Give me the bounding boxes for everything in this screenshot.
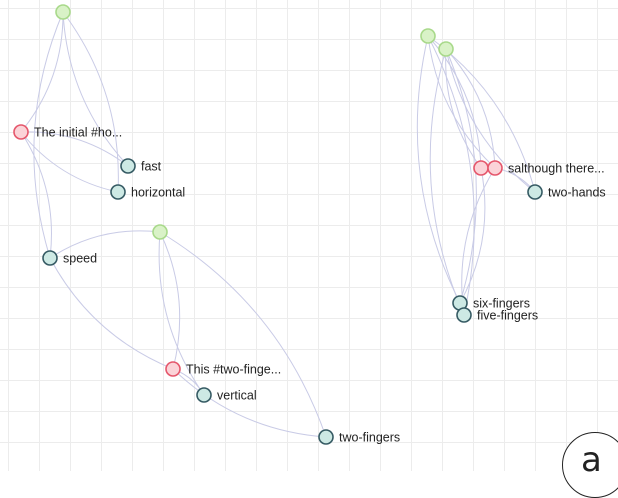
post-node-circle[interactable] [487,160,503,176]
tag-node-circle[interactable] [42,250,58,266]
node-label-t_speed: speed [63,252,97,266]
node-layer: The initial #ho... fast horizontal speedThi… [13,4,606,445]
edge-r1-t_fast [62,11,129,167]
network-graph[interactable]: The initial #ho... fast horizontal speedThi… [0,0,618,471]
edge-p3-t_sixfingers [459,167,486,304]
node-r2[interactable] [152,224,168,240]
node-r4[interactable] [438,41,454,57]
edge-p2-t_twofingers [172,368,327,438]
node-t_twohands[interactable]: two-hands [527,184,606,200]
tag-node-circle[interactable] [196,387,212,403]
node-p2[interactable]: This #two-finge... [165,361,281,377]
node-t_twofingers[interactable]: two-fingers [318,429,400,445]
edge-r2-t_twofingers [159,231,327,438]
node-p1[interactable]: The initial #ho... [13,124,122,140]
node-t_speed[interactable]: speed [42,250,97,266]
node-label-t_fast: fast [141,160,162,174]
edge-r1-t_horizontal [62,11,119,193]
post-node-circle[interactable] [165,361,181,377]
node-label-p2: This #two-finge... [186,363,281,377]
edge-r2-p2 [159,231,181,370]
root-node-circle[interactable] [152,224,168,240]
node-label-t_vertical: vertical [217,389,257,403]
edge-p1-t_horizontal [20,131,119,193]
node-label-t_horizontal: horizontal [131,186,185,200]
node-r1[interactable] [55,4,71,20]
edge-p1-t_speed [20,131,52,259]
root-node-circle[interactable] [438,41,454,57]
edge-t_speed-p2 [49,257,174,370]
tag-node-circle[interactable] [110,184,126,200]
edge-r1-t_speed [33,11,64,259]
tag-node-circle[interactable] [120,158,136,174]
node-r3[interactable] [420,28,436,44]
corner-badge: a [562,432,618,498]
node-p4[interactable]: salthough there... [487,160,605,176]
edge-r3-t_sixfingers [416,35,461,304]
node-label-t_twohands: two-hands [548,186,606,200]
tag-node-circle[interactable] [318,429,334,445]
edge-r3-p4 [427,35,496,169]
post-node-circle[interactable] [473,160,489,176]
tag-node-circle[interactable] [456,307,472,323]
node-p3[interactable] [473,160,489,176]
edge-layer [20,11,536,438]
edge-r4-t_fivefingers [429,48,465,316]
node-t_horizontal[interactable]: horizontal [110,184,185,200]
edge-r2-t_speed [49,230,161,259]
edge-r2-t_vertical [158,231,205,396]
post-node-circle[interactable] [13,124,29,140]
node-t_fivefingers[interactable]: five-fingers [456,307,538,323]
edge-p4-t_fivefingers [461,167,496,316]
node-t_sixfingers[interactable]: six-fingers [452,295,530,311]
edge-r1-p1 [20,11,64,133]
root-node-circle[interactable] [420,28,436,44]
node-label-p1: The initial #ho... [34,126,122,140]
edge-r3-t_fivefingers [427,35,475,316]
edge-p1-t_fast [20,131,129,167]
node-t_vertical[interactable]: vertical [196,387,257,403]
node-label-t_sixfingers: six-fingers [473,297,530,311]
node-label-p4: salthough there... [508,162,605,176]
edge-r4-p3 [445,48,482,169]
root-node-circle[interactable] [55,4,71,20]
edge-r4-t_twohands [445,48,536,193]
edge-r4-t_sixfingers [445,48,477,304]
node-label-t_fivefingers: five-fingers [477,309,538,323]
edge-r4-p4 [445,48,496,169]
node-label-t_twofingers: two-fingers [339,431,400,445]
node-t_fast[interactable]: fast [120,158,162,174]
tag-node-circle[interactable] [527,184,543,200]
